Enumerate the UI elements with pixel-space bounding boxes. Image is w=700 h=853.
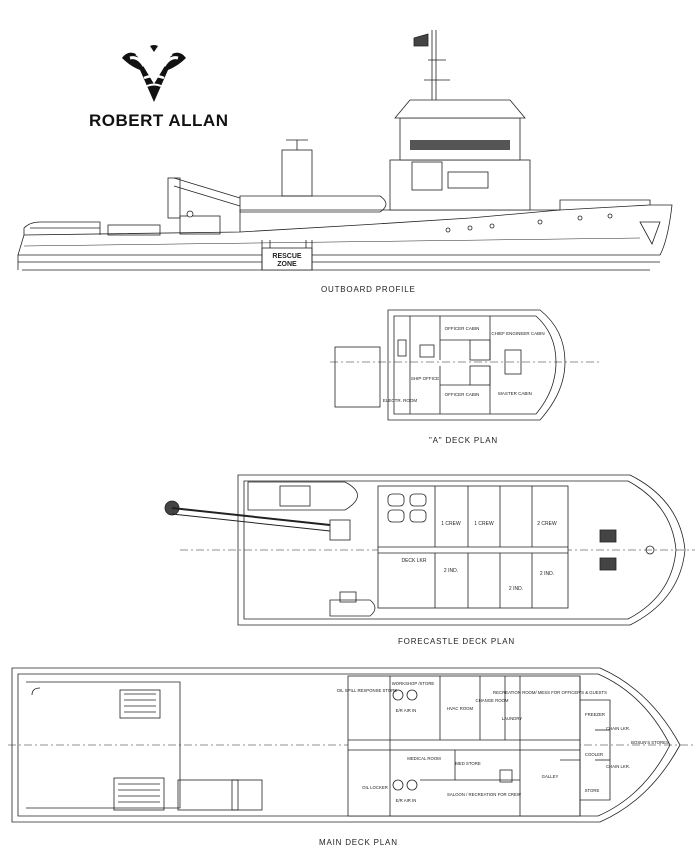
room-electr: ELECTR. ROOM [383,398,418,403]
room-er-air-in-1: E/R AIR IN [396,708,417,713]
room-crew-3: 2 CREW [537,521,557,527]
room-chain-lkr-2: CHAIN LKR. [606,764,630,769]
room-master-cabin: MASTER CABIN [498,391,532,396]
room-ship-office: SHIP OFFICE [411,376,439,381]
room-ind-1: 2 IND. [444,568,458,574]
room-ind-2: 2 IND. [509,586,523,592]
forecastle-deck-plan-drawing: 1 CREW 1 CREW 2 CREW DECK LKR 2 IND. 2 I… [164,474,695,626]
room-crew-1: 1 CREW [441,521,461,527]
room-medical: MEDICAL ROOM [407,756,441,761]
room-cooler: COOLER [585,752,603,757]
room-store: STORE [585,788,600,793]
caption-main-deck-plan: MAIN DECK PLAN [319,838,398,847]
caption-a-deck-plan: "A" DECK PLAN [429,436,498,445]
a-deck-plan-drawing: OFFICER CABIN CHIEF ENGINEER CABIN SHIP … [330,309,600,421]
room-ind-3: 2 IND. [540,571,554,577]
room-change: CHANGE ROOM [476,698,509,703]
rescue-zone-label-1: RESCUE [272,253,302,260]
zebra-logo-icon [122,45,186,102]
room-workshop: WORKSHOP /STORE [392,681,435,686]
room-er-air-in-2: E/R AIR IN [396,798,417,803]
room-galley: GALLEY [542,774,559,779]
caption-outboard-profile: OUTBOARD PROFILE [321,285,416,294]
room-oil-locker: OIL LOCKER [362,785,388,790]
rescue-zone-label-2: ZONE [277,261,297,268]
room-bosun-stores: BOSUN'S STORES [631,740,669,745]
room-med-store: MED STORE [455,761,481,766]
room-crew-2: 1 CREW [474,521,494,527]
room-officer-cabin-1: OFFICER CABIN [445,326,480,331]
room-freezer: FREEZER [585,712,605,717]
room-laundry: LAUNDRY [502,716,523,721]
room-oil-spill-store: OIL SPILL RESPONSE STORE [337,688,398,693]
room-hvac: HVAC ROOM [447,706,474,711]
caption-forecastle-deck-plan: FORECASTLE DECK PLAN [398,637,515,646]
room-deck-lkr: DECK LKR [401,558,426,564]
room-saloon: SALOON / RECREATION FOR CREW [447,792,522,797]
room-officer-cabin-2: OFFICER CABIN [445,392,480,397]
room-recreation: RECREATION ROOM/ MESS FOR OFFICER'S & GU… [493,690,607,695]
room-chain-lkr-1: CHAIN LKR. [606,726,630,731]
brand-name: ROBERT ALLAN [89,111,229,130]
outboard-profile-drawing: RESCUE ZONE [17,30,673,271]
room-chief-engineer: CHIEF ENGINEER CABIN [491,331,544,336]
company-logo [118,44,190,106]
